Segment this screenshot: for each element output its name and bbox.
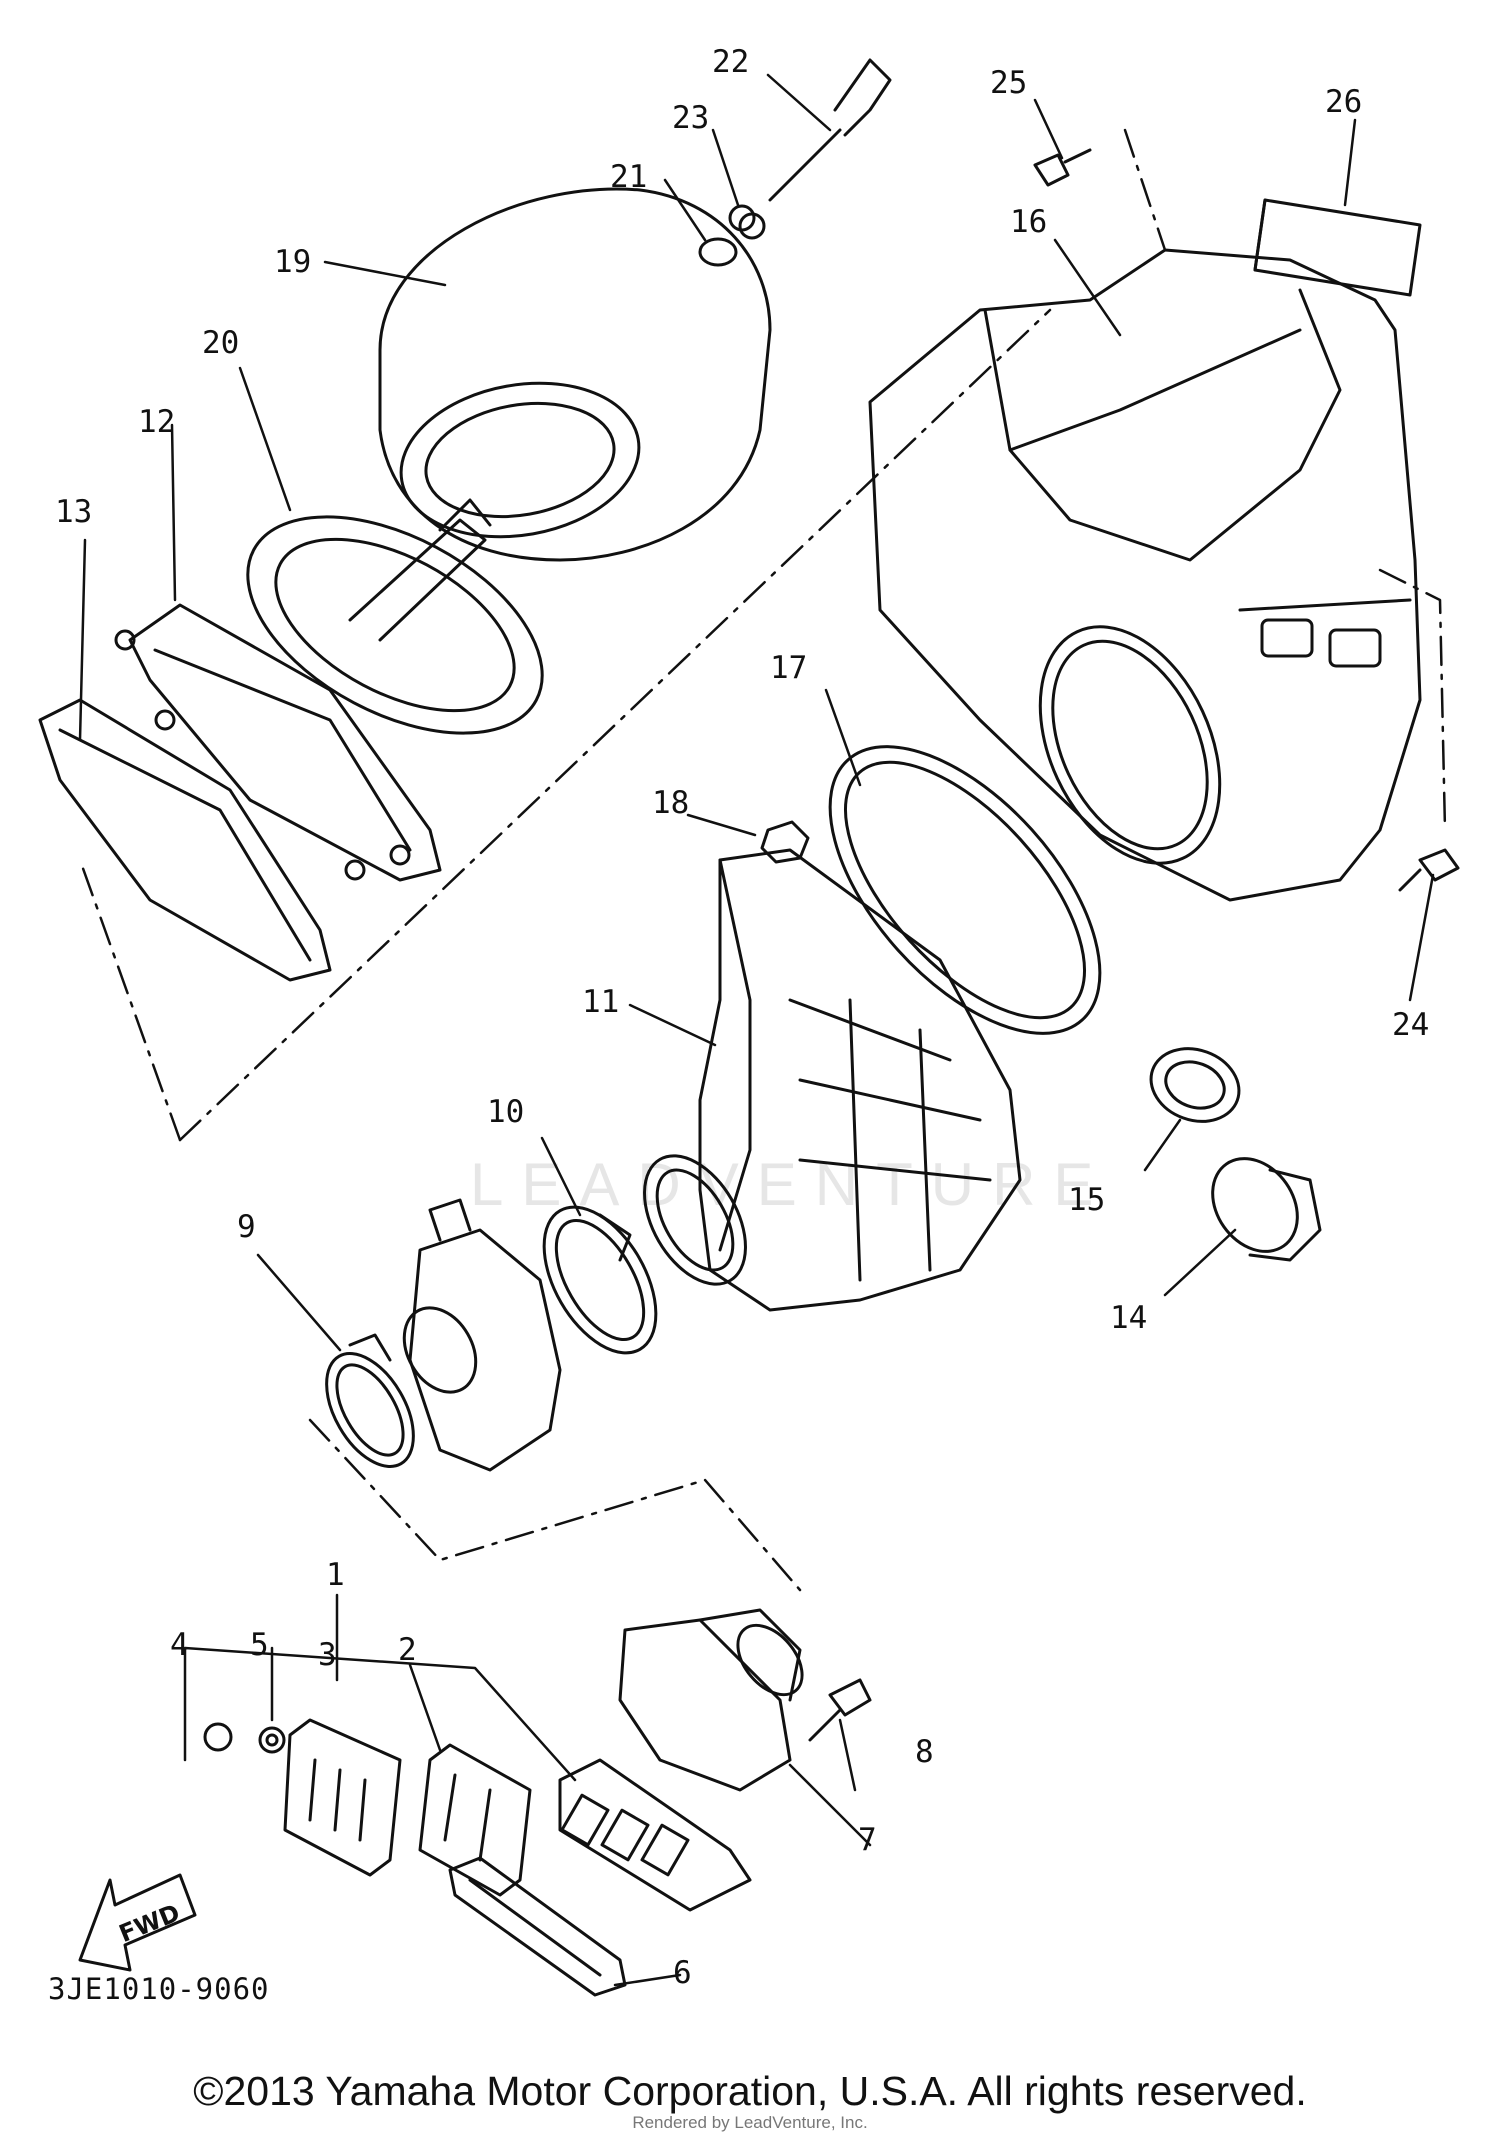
nut-part (760, 820, 810, 864)
callout-20: 20 (202, 325, 239, 361)
side-duct-part (1253, 198, 1422, 297)
element-guide-part (246, 498, 544, 735)
callout-26: 26 (1325, 84, 1362, 120)
copyright-notice: ©2013 Yamaha Motor Corporation, U.S.A. A… (193, 2068, 1307, 2114)
fwd-label: FWD (115, 1899, 184, 1948)
fwd-arrow-icon: FWD (78, 1873, 197, 1972)
reed-stopper-part (283, 1718, 402, 1877)
callout-13: 13 (55, 494, 92, 530)
reed-part (418, 1743, 532, 1897)
washer-5-part (258, 1726, 286, 1754)
bolt-25-part (1033, 148, 1092, 187)
gasket-part (38, 698, 332, 982)
callout-15: 15 (1068, 1182, 1105, 1218)
diagram-code: 3JE1010-9060 (48, 1972, 270, 2006)
callout-24: 24 (1392, 1007, 1429, 1043)
washer-23-part (728, 204, 766, 240)
rendered-by-note: Rendered by LeadVenture, Inc. (632, 2113, 868, 2132)
callout-21: 21 (610, 159, 647, 195)
screw-4-part (203, 1722, 233, 1752)
callout-22: 22 (712, 44, 749, 80)
callout-10: 10 (487, 1094, 524, 1130)
callout-19: 19 (274, 244, 311, 280)
washer-21-part (698, 237, 738, 267)
bolt-8-part (808, 1678, 872, 1742)
parts-diagram: FWD 1 2 3 4 5 6 7 8 9 10 11 12 13 14 15 … (38, 44, 1460, 1997)
band-part (542, 1205, 658, 1355)
callout-11: 11 (582, 984, 619, 1020)
carb-band-part (325, 1333, 415, 1468)
bolt-24-part (1398, 848, 1460, 892)
callout-4: 4 (170, 1627, 189, 1663)
callout-5: 5 (250, 1627, 269, 1663)
callout-14: 14 (1110, 1300, 1147, 1336)
callout-7: 7 (858, 1822, 877, 1858)
clip-part (1149, 1047, 1241, 1123)
air-filter-element-part (378, 187, 772, 562)
carburetor-part (402, 1198, 562, 1472)
callout-9: 9 (237, 1209, 256, 1245)
air-box-part (868, 248, 1422, 902)
callout-23: 23 (672, 100, 709, 136)
callout-1: 1 (326, 1557, 345, 1593)
joint-gasket-part (828, 745, 1102, 1035)
reed-gasket-part (448, 1856, 627, 1997)
leader-lines (78, 73, 1447, 1987)
wing-bolt-part (768, 58, 892, 202)
callout-12: 12 (138, 404, 175, 440)
callout-3: 3 (318, 1637, 337, 1673)
callout-6: 6 (673, 1955, 692, 1991)
callout-18: 18 (652, 785, 689, 821)
callout-17: 17 (770, 650, 807, 686)
callout-25: 25 (990, 65, 1027, 101)
plate-part (114, 603, 442, 882)
reed-valve-part (558, 1758, 752, 1912)
callouts: 1 2 3 4 5 6 7 8 9 10 11 12 13 14 15 16 1… (55, 44, 1429, 1991)
callout-8: 8 (915, 1734, 934, 1770)
callout-16: 16 (1010, 204, 1047, 240)
callout-2: 2 (398, 1632, 417, 1668)
manifold-part (618, 1608, 804, 1792)
hose-part (1211, 1157, 1322, 1262)
air-filter-joint-part (643, 848, 1022, 1312)
